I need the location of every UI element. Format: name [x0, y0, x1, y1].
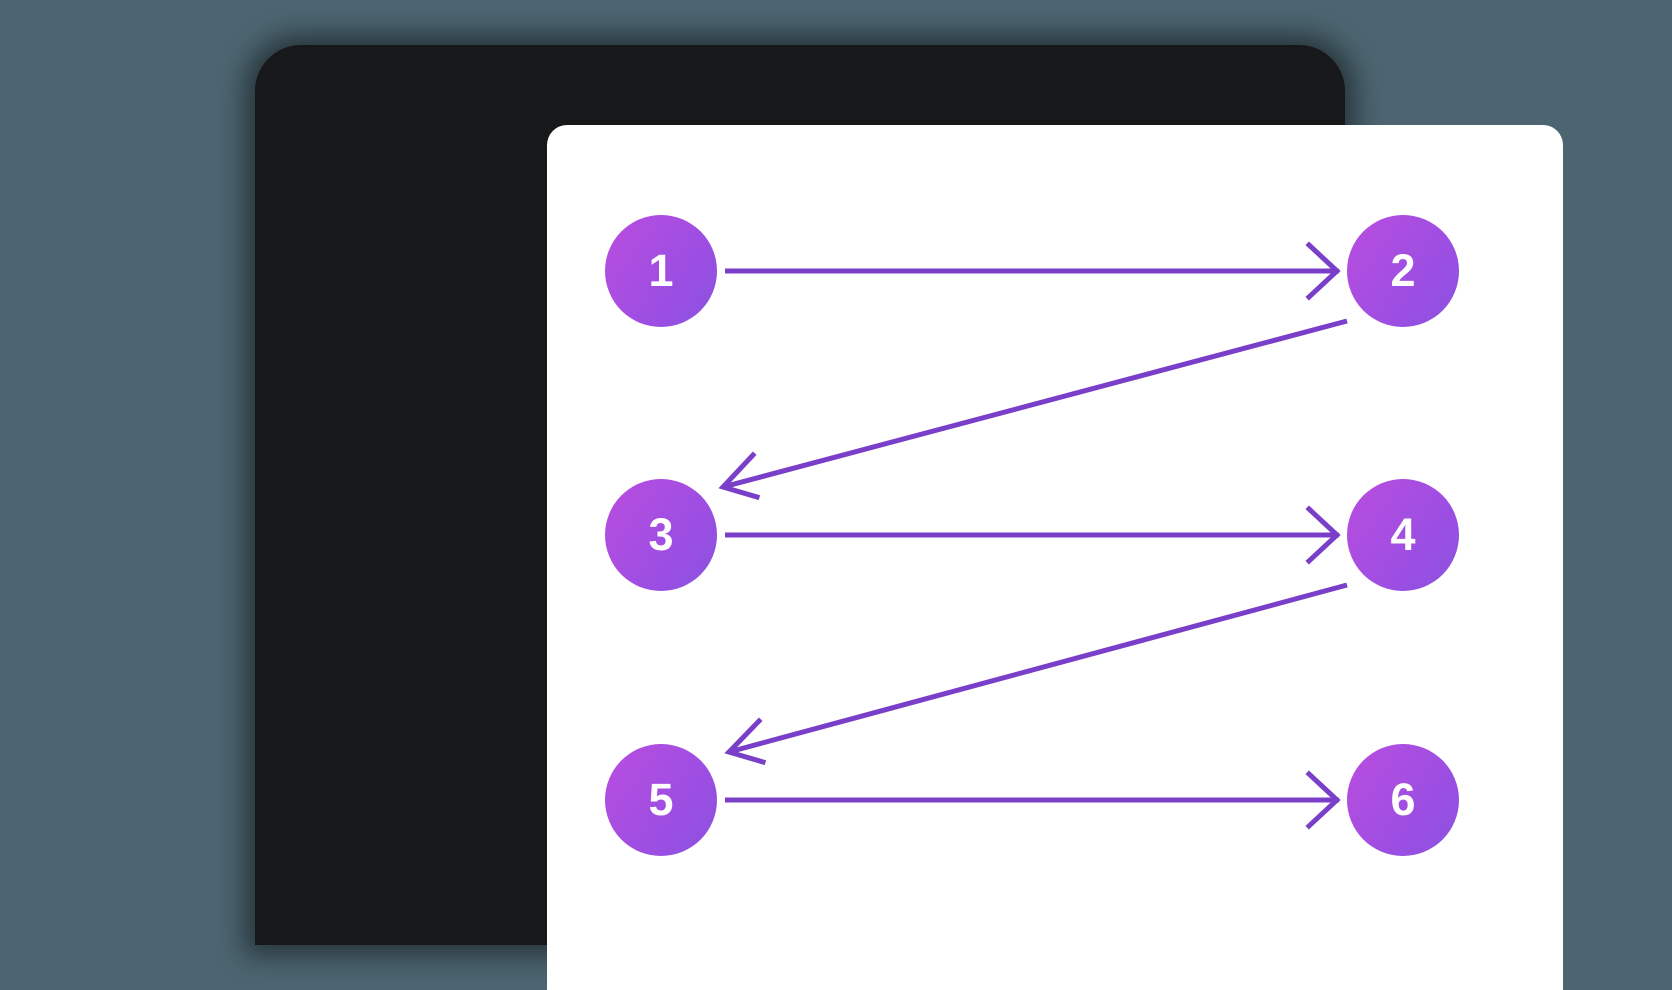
graph-node-1[interactable]: 1 [605, 215, 717, 327]
edge-4-to-5 [724, 582, 1348, 766]
device-frame: 1 2 3 4 5 6 [255, 45, 1563, 990]
screenshot-stage: 1 2 3 4 5 6 [255, 45, 1563, 990]
graph-node-5[interactable]: 5 [605, 744, 717, 856]
edge-1-to-2 [725, 241, 1341, 301]
graph-node-4-label: 4 [1390, 508, 1416, 560]
graph-node-1-label: 1 [648, 244, 674, 296]
graph-node-3-label: 3 [648, 508, 674, 560]
edge-5-to-6 [725, 770, 1341, 830]
edge-3-to-4 [725, 505, 1341, 565]
graph-node-2-label: 2 [1390, 244, 1416, 296]
graph-node-6[interactable]: 6 [1347, 744, 1459, 856]
graph-node-3[interactable]: 3 [605, 479, 717, 591]
node-link-diagram [718, 241, 1348, 830]
graph-node-4[interactable]: 4 [1347, 479, 1459, 591]
graph-node-5-label: 5 [648, 773, 674, 825]
edge-layer [718, 241, 1348, 830]
graph-node-2[interactable]: 2 [1347, 215, 1459, 327]
graph-node-6-label: 6 [1390, 773, 1416, 825]
edge-2-to-3 [718, 318, 1348, 501]
device-screen: 1 2 3 4 5 6 [547, 125, 1563, 990]
